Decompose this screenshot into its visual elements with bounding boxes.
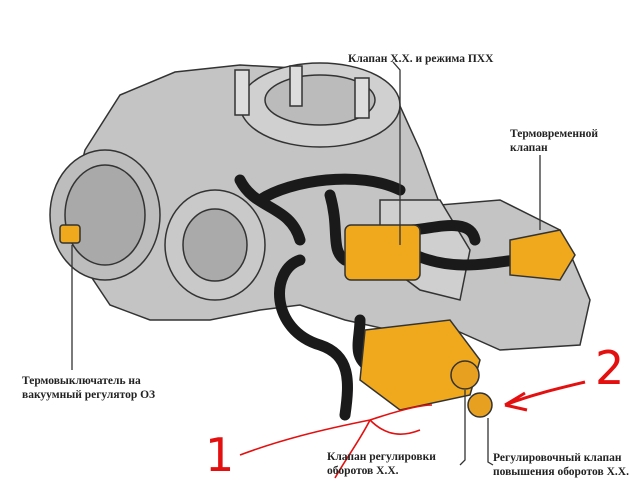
annotation-number-2: 2 <box>595 341 625 395</box>
arrow-2 <box>504 380 586 412</box>
leader-lines <box>71 61 541 466</box>
label-idle-raise-line2: повышения оборотов Х.Х. <box>493 466 629 478</box>
label-idle-valve: Клапан Х.Х. и режима ПХХ <box>348 53 494 65</box>
red-annotations <box>239 380 586 479</box>
label-idle-raise-line1: Регулировочный клапан <box>493 452 622 464</box>
carburetor-body <box>49 62 591 351</box>
label-thermo-time-valve-line1: Термовременной <box>510 128 598 140</box>
label-idle-adjust-line2: оборотов Х.Х. <box>327 465 399 477</box>
annotation-number-1: 1 <box>205 428 235 482</box>
thermo-time-valve-shape <box>509 229 576 281</box>
vacuum-hoses <box>234 173 521 421</box>
label-idle-adjust-line1: Клапан регулировки <box>327 451 436 463</box>
valves <box>59 224 576 418</box>
label-thermo-switch-line1: Термовыключатель на <box>22 375 141 387</box>
label-thermo-time-valve-line2: клапан <box>510 142 548 154</box>
idle-adjust-valve-shape <box>359 319 481 411</box>
label-thermo-switch-line2: вакуумный регулятор ОЗ <box>22 389 156 401</box>
idle-valve-shape <box>344 224 421 281</box>
